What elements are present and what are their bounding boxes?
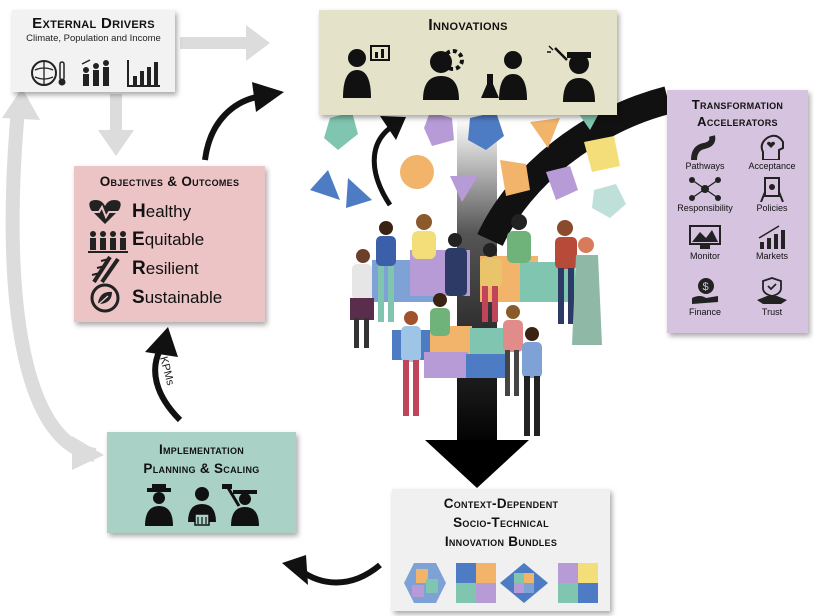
context-title-line3: Innovation Bundles	[444, 534, 558, 549]
worker-icon	[222, 484, 259, 526]
globe-thermometer-icon	[31, 60, 66, 86]
context-bundles-title: Context-Dependent Socio-Technical Innova…	[392, 494, 610, 551]
arrow-feedback-tail	[72, 436, 104, 470]
scientist-icon	[481, 51, 527, 100]
arrow-external-to-objectives	[98, 94, 134, 156]
accelerator-finance: $ Finance	[674, 276, 736, 317]
arrow-objectives-to-innovations	[202, 93, 263, 161]
puzzle-bundle-icon	[404, 563, 446, 603]
accelerator-trust-label: Trust	[761, 307, 783, 317]
accelerator-responsibility: Responsibility	[674, 176, 736, 213]
accelerator-acceptance: Acceptance	[741, 134, 803, 171]
arrow-head-objectives	[145, 327, 178, 357]
external-drivers-subtitle: Climate, Population and Income	[26, 33, 161, 44]
implementation-box: Implementation Planning & Scaling	[107, 432, 296, 533]
arrow-head-implementation	[282, 555, 308, 585]
objective-healthy-label: Healthy	[132, 201, 192, 222]
objective-healthy: Healthy	[88, 198, 191, 226]
innovations-title: Innovations	[428, 17, 508, 34]
arrow-head-puzzle-up	[380, 116, 406, 140]
arrow-implementation-to-objectives	[152, 348, 183, 423]
accelerator-pathways-label: Pathways	[685, 161, 725, 171]
accelerator-markets: Markets	[741, 224, 803, 261]
farmer-icon	[145, 484, 173, 526]
head-heart-icon	[760, 134, 784, 160]
external-drivers-icons	[31, 59, 160, 87]
objective-resilient-label: Resilient	[132, 258, 199, 279]
handshake-shield-icon	[757, 277, 787, 304]
accelerators-title-line2: Accelerators	[697, 114, 778, 129]
gear-head-icon	[423, 49, 464, 100]
network-icon	[689, 177, 721, 201]
accelerator-policies-label: Policies	[756, 203, 788, 213]
objective-equitable-label: Equitable	[132, 229, 205, 250]
puzzle-bundle-icon	[456, 563, 496, 603]
context-title-line1: Context-Dependent	[443, 496, 559, 511]
context-bundles-box: Context-Dependent Socio-Technical Innova…	[392, 489, 610, 611]
engineer-icon	[547, 45, 595, 102]
implementation-title-line2: Planning & Scaling	[143, 461, 260, 476]
population-icon	[81, 59, 109, 86]
objective-equitable: Equitable	[88, 226, 204, 254]
accelerator-pathways: Pathways	[674, 134, 736, 171]
objectives-outcomes-box: Objectives & Outcomes Healthy Equitable …	[74, 166, 265, 322]
objective-sustainable: Sustainable	[88, 283, 222, 313]
market-growth-icon	[758, 225, 785, 249]
context-bundle-icons	[404, 563, 598, 603]
hand-coin-icon: $	[692, 278, 718, 304]
implementation-title: Implementation Planning & Scaling	[107, 440, 296, 478]
official-icon	[188, 487, 216, 526]
objective-resilient: Resilient	[88, 255, 199, 283]
accelerator-finance-label: Finance	[688, 307, 722, 317]
context-title-line2: Socio-Technical	[453, 515, 549, 530]
road-icon	[691, 135, 716, 160]
people-illustration	[350, 214, 602, 436]
arrow-feedback-head	[2, 88, 40, 120]
accelerators-title: Transformation Accelerators	[667, 96, 808, 130]
accelerator-monitor: Monitor	[674, 224, 736, 261]
accelerator-policies: Policies	[741, 176, 803, 213]
objective-sustainable-label: Sustainable	[132, 287, 223, 308]
objectives-outcomes-title: Objectives & Outcomes	[99, 174, 240, 189]
landscape-monitor-icon	[689, 225, 721, 249]
external-drivers-box: External Drivers Climate, Population and…	[12, 10, 175, 92]
arrow-external-to-innovations	[180, 25, 270, 61]
arrow-head-innovations	[252, 82, 284, 112]
puzzle-bundle-icon	[500, 563, 548, 603]
presenter-icon	[343, 45, 390, 98]
accelerator-curve-band	[477, 86, 672, 247]
arrow-feedback-loop	[5, 109, 97, 462]
implementation-icons	[145, 484, 259, 526]
recycle-leaf-icon	[90, 283, 120, 313]
accelerator-markets-label: Markets	[755, 251, 788, 261]
arrow-puzzle-to-innovations	[371, 126, 393, 207]
arrow-context-to-implementation	[298, 562, 382, 586]
svg-text:$: $	[703, 281, 709, 293]
transformation-accelerators-box: Transformation Accelerators Pathways Acc…	[667, 90, 808, 333]
accelerator-monitor-label: Monitor	[689, 251, 720, 261]
innovations-icons	[343, 45, 595, 102]
accelerator-responsibility-label: Responsibility	[677, 203, 733, 213]
accelerators-title-line1: Transformation	[691, 97, 784, 112]
people-scale-icon	[88, 231, 128, 253]
bar-chart-icon	[127, 60, 160, 87]
accelerator-acceptance-label: Acceptance	[748, 161, 796, 171]
wheat-icon	[91, 255, 120, 283]
heart-pulse-icon	[89, 200, 121, 224]
innovations-box: Innovations	[319, 10, 617, 115]
external-drivers-title: External Drivers	[32, 15, 155, 32]
accelerator-trust: Trust	[741, 276, 803, 317]
puzzle-bundle-icon	[558, 563, 598, 603]
document-person-icon	[760, 177, 784, 202]
implementation-title-line1: Implementation	[158, 442, 245, 457]
